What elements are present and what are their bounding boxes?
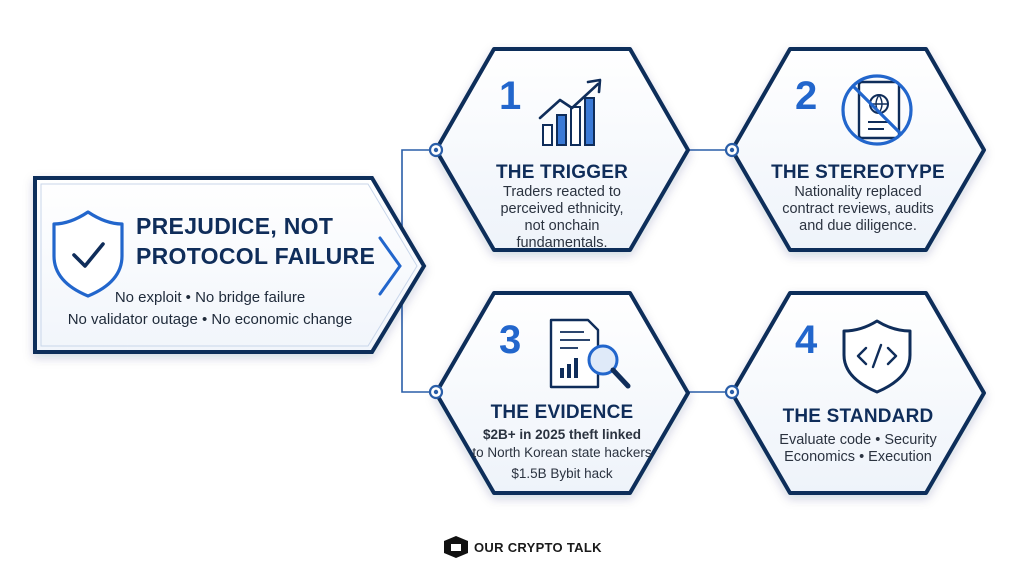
card3-number: 3	[499, 318, 522, 362]
card3-text-line2: to North Korean state hackers	[472, 445, 652, 460]
crossed-passport-icon	[841, 74, 913, 146]
card4-text-line2: Economics • Execution	[784, 449, 932, 465]
connector-main-to-card1	[401, 149, 436, 256]
rising-bar-chart-icon	[538, 78, 602, 146]
card2-text-line1: Nationality replaced	[794, 184, 922, 200]
card2-text-line3: and due diligence.	[799, 218, 917, 234]
card1-title: THE TRIGGER	[495, 162, 629, 183]
card2-title: THE STEREOTYPE	[771, 162, 945, 183]
card1-number: 1	[499, 74, 522, 118]
card2-number: 2	[795, 74, 818, 118]
main-subtitle-line2: No validator outage • No economic change	[67, 311, 353, 328]
card1-text-line1: Traders reacted to	[503, 184, 621, 200]
card1-text-line3: not onchain	[524, 218, 600, 234]
card3-text-line3: $1.5B Bybit hack	[511, 466, 613, 481]
card2-text-line2: contract reviews, audits	[782, 201, 934, 217]
card3-title: THE EVIDENCE	[490, 402, 634, 423]
card4-title: THE STANDARD	[782, 406, 934, 427]
document-magnifier-icon	[549, 318, 631, 389]
card4-text-line1: Evaluate code • Security	[779, 432, 937, 448]
brand-name: OUR CRYPTO TALK	[474, 540, 602, 555]
shield-check-icon	[52, 210, 124, 298]
main-title-line2: PROTOCOL FAILURE	[136, 243, 376, 269]
card1-text-line2: perceived ethnicity,	[500, 201, 624, 217]
main-subtitle-line1: No exploit • No bridge failure	[114, 289, 306, 306]
card1-text-line4: fundamentals.	[516, 235, 608, 251]
main-box	[33, 176, 427, 354]
code-shield-icon	[842, 319, 912, 394]
main-title-line1: PREJUDICE, NOT	[136, 213, 334, 239]
card4-number: 4	[795, 318, 818, 362]
card3-text-line1: $2B+ in 2025 theft linked	[483, 427, 641, 442]
brand-logo-icon	[444, 536, 468, 558]
chevron-right-icon	[378, 236, 402, 296]
